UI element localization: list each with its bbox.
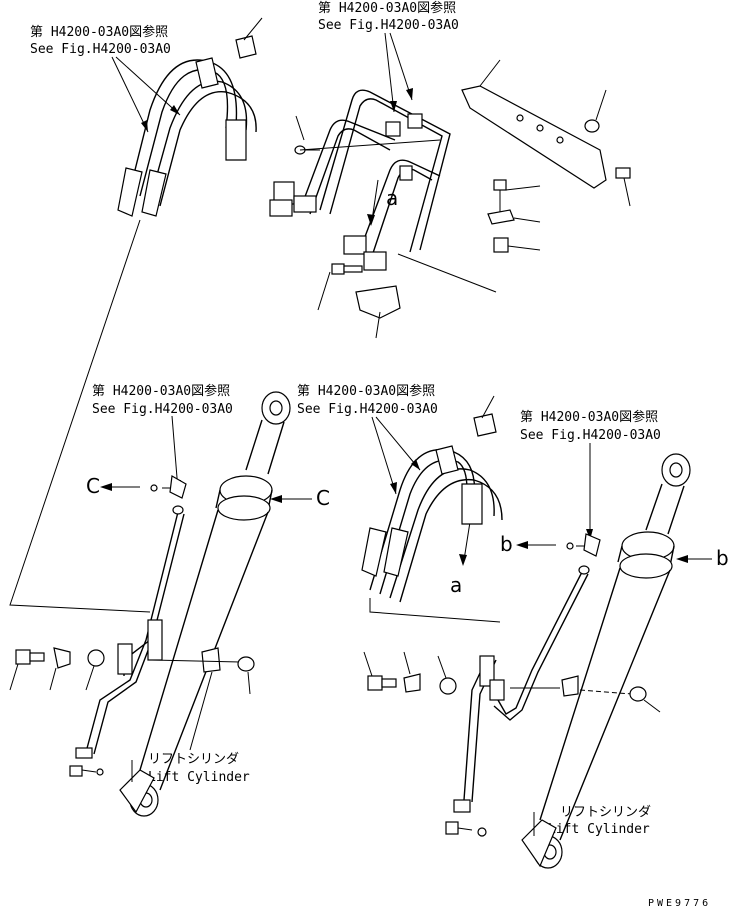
ref-right-en: See Fig.H4200-03A0 xyxy=(520,428,661,443)
lift-cylinder-left-jp: リフトシリンダ xyxy=(148,752,239,767)
letter-c-left: C xyxy=(86,474,100,498)
callout-arrows xyxy=(100,179,712,566)
ref-top-jp: 第 H4200-03A0図参照 xyxy=(318,0,456,16)
valve-tube-assembly xyxy=(269,89,497,339)
lift-cylinder-left-en: Lift Cylinder xyxy=(148,770,250,785)
top-left-hoses xyxy=(117,17,263,217)
ref-mid-en: See Fig.H4200-03A0 xyxy=(297,402,438,417)
letter-a-mid: a xyxy=(450,573,462,597)
ref-midleft-en: See Fig.H4200-03A0 xyxy=(92,402,233,417)
right-hardware xyxy=(363,651,661,713)
letter-b-right: b xyxy=(716,546,729,570)
letter-b-left: b xyxy=(500,532,513,556)
left-hose-leader xyxy=(9,219,151,613)
ref-mid-jp: 第 H4200-03A0図参照 xyxy=(297,383,435,399)
right-lift-cylinder xyxy=(521,453,691,869)
lift-cylinder-right-en: Lift Cylinder xyxy=(548,822,650,837)
ref-left-jp: 第 H4200-03A0図参照 xyxy=(30,24,168,40)
lift-cylinder-right-jp: リフトシリンダ xyxy=(560,805,651,820)
drawing-code: PWE9776 xyxy=(648,898,711,909)
middle-hoses xyxy=(361,395,503,623)
right-bracket xyxy=(461,59,631,253)
ref-midleft-jp: 第 H4200-03A0図参照 xyxy=(92,383,230,399)
left-hardware xyxy=(9,647,255,751)
left-steel-tubes xyxy=(69,475,187,782)
ref-right-jp: 第 H4200-03A0図参照 xyxy=(520,409,658,425)
ref-top-en: See Fig.H4200-03A0 xyxy=(318,18,459,33)
left-lift-cylinder xyxy=(119,391,291,817)
ref-left-en: See Fig.H4200-03A0 xyxy=(30,42,171,57)
letter-c-right: C xyxy=(316,486,330,510)
right-steel-tubes xyxy=(445,533,601,837)
